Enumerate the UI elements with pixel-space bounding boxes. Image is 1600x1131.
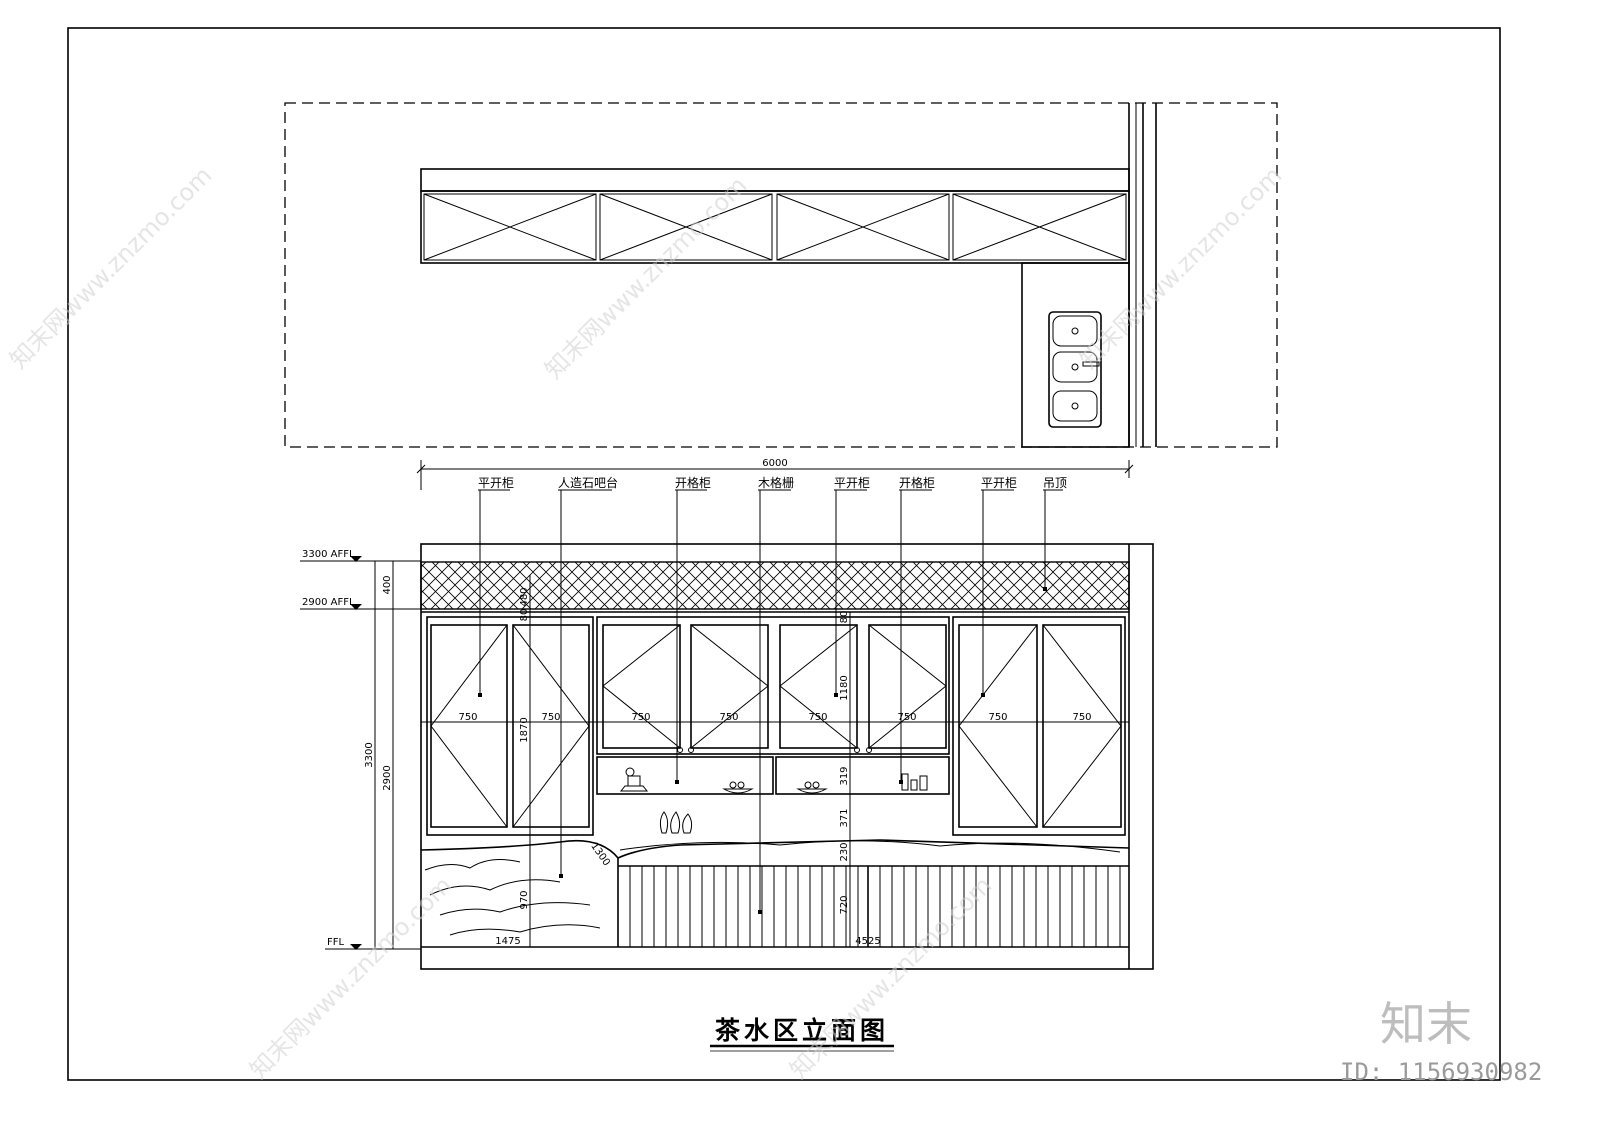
plan-counter-top: [420, 168, 1130, 192]
door-width-5: 750: [808, 712, 827, 723]
side-dim-400: 400: [382, 575, 393, 594]
plan-cabinet-modules: [423, 193, 1127, 261]
dim-1870: 1870: [519, 717, 530, 742]
drawing-title: 茶水区立面图: [715, 1016, 889, 1045]
dim-720: 720: [839, 895, 850, 914]
callout-swing-cabinet-1: 平开柜: [478, 476, 514, 490]
watermark-text: 知末网www.znzmo.com: [244, 871, 457, 1084]
elevation-frame: [420, 543, 1154, 970]
level-2900: 2900 AFFL: [302, 597, 355, 608]
plan-return-counter: [1021, 262, 1130, 448]
dim-4525: 4525: [855, 936, 880, 947]
dim-319: 319: [839, 766, 850, 785]
callout-open-shelf-2: 开格柜: [899, 475, 935, 490]
callout-swing-cabinet-2: 平开柜: [834, 476, 870, 490]
plan-view: 6000: [284, 102, 1278, 490]
sheet-border: [67, 27, 1501, 1081]
plan-width-dimension: 6000: [762, 458, 787, 469]
watermark-text: 知末网www.znzmo.com: [4, 161, 217, 374]
swing-cabinet-left: [426, 616, 594, 836]
dim-230: 230: [839, 842, 850, 861]
stone-bar-counter: [420, 839, 1130, 947]
wood-slats: [629, 866, 1121, 947]
dim-970: 970: [519, 890, 530, 909]
callout-swing-cabinet-3: 平开柜: [981, 476, 1017, 490]
side-dim-3300: 3300: [364, 742, 375, 767]
door-width-4: 750: [719, 712, 738, 723]
level-3300: 3300 AFFL: [302, 549, 355, 560]
door-width-8: 750: [1072, 712, 1091, 723]
image-id: ID: 1156930982: [1340, 1058, 1542, 1086]
plan-room-outline: [284, 102, 1278, 448]
side-dimension-chain: [370, 560, 398, 950]
elevation-view: 750 750 750 750 750 750 750 750: [300, 475, 1154, 970]
side-dim-2900: 2900: [382, 765, 393, 790]
watermark-text: 知末网www.znzmo.com: [784, 871, 997, 1084]
watermark-layer: 知末网www.znzmo.com 知末网www.znzmo.com 知末网www…: [4, 161, 1287, 1084]
callout-wood-grille: 木格栅: [758, 475, 794, 490]
callout-open-shelf-1: 开格柜: [675, 475, 711, 490]
door-width-1: 750: [458, 712, 477, 723]
dim-1475: 1475: [495, 936, 520, 947]
callout-stone-bar: 人造石吧台: [558, 475, 618, 490]
callout-leaders: [478, 489, 1063, 914]
level-ffl: FFL: [327, 937, 345, 948]
door-width-3: 750: [631, 712, 650, 723]
glass-cabinet-upper: [596, 616, 950, 755]
dim-radius-1300: 1300: [588, 841, 612, 868]
open-shelf: [596, 756, 950, 834]
brand-logo: 知末: [1380, 997, 1472, 1051]
callout-ceiling: 吊顶: [1043, 476, 1067, 490]
watermark-text: 知末网www.znzmo.com: [1074, 161, 1287, 374]
door-width-2: 750: [541, 712, 560, 723]
ceiling-soffit: [420, 561, 1130, 610]
door-width-7: 750: [988, 712, 1007, 723]
dim-371: 371: [839, 808, 850, 827]
dim-80-b: 80: [839, 611, 850, 624]
level-markers: [300, 556, 421, 950]
dim-480: 480: [519, 587, 530, 606]
swing-cabinet-right: [952, 616, 1126, 836]
plan-sink: [1048, 311, 1102, 428]
dim-1180: 1180: [839, 675, 850, 700]
dim-80-a: 80: [519, 609, 530, 622]
door-width-6: 750: [897, 712, 916, 723]
